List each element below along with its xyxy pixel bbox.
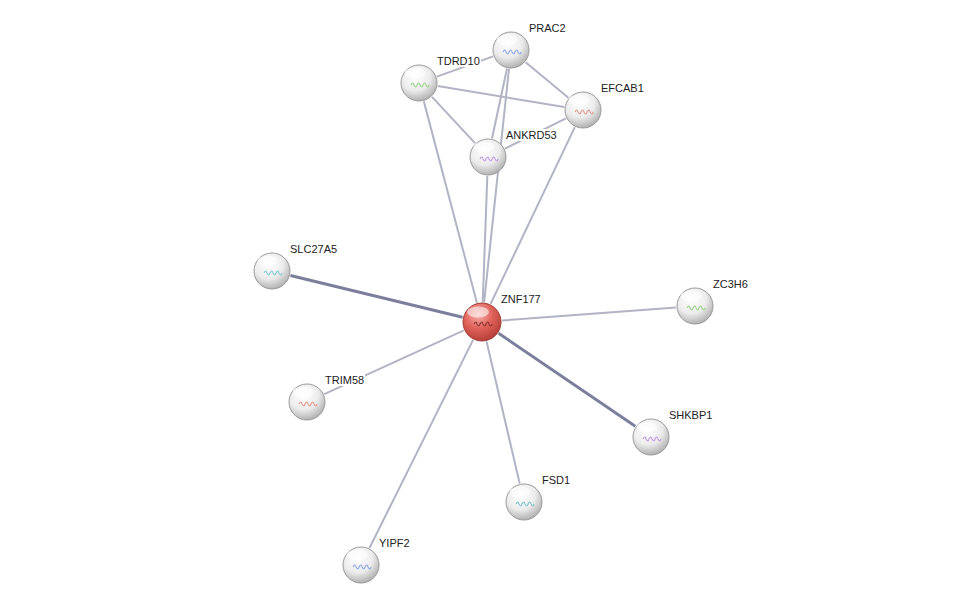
interaction-edge (324, 330, 464, 394)
protein-node: YIPF2 (342, 546, 380, 584)
protein-node: SLC27A5 (253, 252, 291, 290)
node-sphere (632, 418, 670, 456)
interaction-edge (487, 341, 520, 483)
protein-label: EFCAB1 (600, 82, 645, 94)
protein-node: ANKRD53 (469, 138, 507, 176)
protein-node: FSD1 (505, 483, 543, 521)
interaction-edge (502, 307, 676, 320)
protein-node: PRAC2 (492, 31, 530, 69)
interaction-edge (290, 275, 462, 317)
interaction-edge (505, 118, 566, 148)
node-sphere (469, 138, 507, 176)
node-sphere (342, 546, 380, 584)
node-sphere (492, 31, 530, 69)
protein-node: TRIM58 (288, 383, 326, 421)
interaction-edge (369, 340, 473, 548)
interaction-edge (432, 97, 475, 143)
interaction-edge (499, 333, 636, 426)
protein-label: TDRD10 (436, 55, 481, 67)
node-sphere (676, 287, 714, 325)
interaction-edge (483, 176, 488, 302)
protein-label: YIPF2 (378, 537, 411, 549)
protein-label: PRAC2 (528, 22, 567, 34)
interaction-edge (424, 101, 477, 302)
node-sphere (400, 64, 438, 102)
protein-node: TDRD10 (400, 64, 438, 102)
protein-label: SHKBP1 (668, 409, 713, 421)
protein-label: SLC27A5 (289, 243, 338, 255)
protein-label: TRIM58 (324, 374, 365, 386)
node-sphere (462, 302, 502, 342)
node-sphere (253, 252, 291, 290)
protein-label: ZNF177 (500, 293, 542, 305)
node-sphere (505, 483, 543, 521)
interaction-edge (526, 62, 569, 98)
query-protein-node: ZNF177 (462, 302, 502, 342)
protein-label: ZC3H6 (712, 278, 749, 290)
protein-node: ZC3H6 (676, 287, 714, 325)
node-sphere (288, 383, 326, 421)
node-sphere (564, 91, 602, 129)
protein-label: FSD1 (541, 474, 571, 486)
protein-node: EFCAB1 (564, 91, 602, 129)
protein-node: SHKBP1 (632, 418, 670, 456)
protein-label: ANKRD53 (505, 129, 558, 141)
